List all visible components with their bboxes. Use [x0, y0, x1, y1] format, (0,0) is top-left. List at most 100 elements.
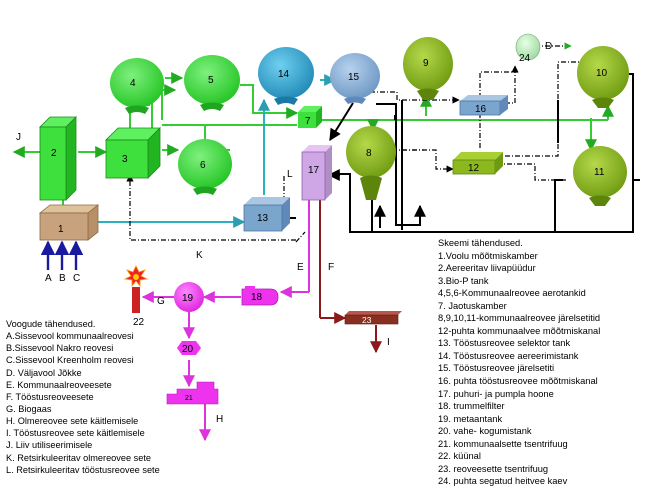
scheme-legend: Skeemi tähendused. 1.Voolu mõõtmiskamber… [438, 237, 600, 488]
scheme-legend-item: 22. küünal [438, 451, 481, 462]
unit-6-label: 6 [200, 160, 206, 171]
flow-letter-e: E [297, 262, 304, 273]
flow-letter-a: A [45, 273, 52, 284]
scheme-legend-item: 16. puhta tööstusreovee mõõtmiskanal [438, 376, 598, 387]
flow-letter-c: C [73, 273, 80, 284]
inflow-arrows [40, 240, 84, 270]
unit-1-label: 1 [58, 224, 64, 235]
unit-1-flow-meter: 1 [38, 204, 100, 241]
scheme-legend-item: 23. reoveesette tsentrifuug [438, 463, 549, 474]
unit-24-mixed-effluent-well: 24 [515, 33, 541, 64]
unit-2-grit-chamber: 2 [39, 116, 77, 201]
unit-8-label: 8 [366, 148, 372, 159]
flow-letters: A B C D E F G H I J K L [16, 41, 552, 425]
flows-legend-item: H. Olmereovee sete käitlemisele [6, 416, 139, 427]
flows-legend-item: C.Sissevool Kreenholm reovesi [6, 355, 134, 366]
flow-letter-j: J [16, 132, 21, 143]
unit-3-label: 3 [122, 154, 128, 165]
flow-letter-f: F [328, 262, 334, 273]
scheme-legend-item: 14. Tööstusreovee aereerimistank [438, 350, 579, 361]
unit-16-label: 16 [475, 104, 487, 115]
flows-legend-item: L. Retsirkuleeritav tööstusreovee sete [6, 464, 160, 475]
flow-letter-i: I [387, 337, 390, 348]
flows-legend-title: Voogude tähendused. [6, 319, 96, 329]
unit-5-aeration-tank: 5 [184, 55, 240, 111]
unit-19-label: 19 [182, 293, 194, 304]
scheme-legend-item: 19. metaantank [438, 413, 503, 424]
flow-letter-d: D [545, 41, 552, 52]
unit-15-clarifier-industrial: 15 [330, 53, 380, 104]
scheme-legend-item: 4,5,6-Kommunaalreovee aerotankid [438, 288, 586, 299]
unit-4-label: 4 [130, 78, 136, 89]
unit-16-measuring-channel-industrial: 16 [459, 95, 508, 116]
scheme-legend-item: 2.Aereeritav liivapüüdur [438, 263, 536, 274]
unit-11-clarifier: 11 [573, 146, 627, 206]
flow-letter-k: K [196, 250, 203, 261]
scheme-legend-title: Skeemi tähendused. [438, 238, 523, 248]
unit-19-digester: 19 [174, 282, 204, 312]
unit-24-label: 24 [519, 53, 531, 64]
unit-4-aeration-tank: 4 [110, 58, 164, 114]
unit-21-label: 21 [185, 395, 193, 402]
unit-8-clarifier: 8 [346, 126, 396, 200]
unit-6-aeration-tank: 6 [178, 139, 232, 195]
scheme-legend-item: 7. Jaotuskamber [438, 300, 507, 311]
unit-22-label: 22 [133, 317, 145, 328]
scheme-legend-item: 17. puhuri- ja pumpla hoone [438, 388, 554, 399]
scheme-legend-item: 3.Bio-P tank [438, 275, 489, 286]
scheme-legend-item: 1.Voolu mõõtmiskamber [438, 250, 538, 261]
flows-legend-item: A.Sissevool kommunaalreovesi [6, 331, 134, 342]
flows-legend-item: G. Biogaas [6, 403, 52, 414]
unit-23-label: 23 [362, 315, 372, 325]
unit-10-clarifier: 10 [577, 46, 629, 108]
scheme-legend-item: 12-puhta kommunaalvee mõõtmiskanal [438, 325, 601, 336]
scheme-legend-item: 15. Tööstusreovee järelsetiti [438, 363, 555, 374]
unit-7-distribution-chamber: 7 [298, 106, 322, 128]
flows-legend: Voogude tähendused. A.Sissevool kommunaa… [6, 318, 160, 476]
flows-legend-item: E. Kommunaalreoveesete [6, 379, 112, 390]
unit-14-aeration-tank-industrial: 14 [258, 47, 314, 105]
unit-18-drum-filter: 18 [241, 286, 279, 306]
unit-14-label: 14 [278, 69, 290, 80]
unit-22-flare: 22 [123, 265, 149, 328]
unit-9-clarifier: 9 [403, 37, 453, 100]
unit-17-label: 17 [308, 165, 320, 176]
flows-legend-item: J. Liiv utiliseerimisele [6, 440, 93, 451]
unit-7-label: 7 [305, 116, 311, 127]
unit-20-holding-tank: 20 [177, 341, 201, 355]
unit-2-label: 2 [51, 148, 57, 159]
scheme-legend-item: 8,9,10,11-kommunaalreovee järelsetitid [438, 313, 601, 324]
unit-13-label: 13 [257, 213, 269, 224]
scheme-legend-item: 24. puhta segatud heitvee kaev [438, 476, 568, 487]
unit-17-blower-pump-house: 17 [301, 145, 332, 201]
flow-letter-l: L [287, 169, 293, 180]
unit-12-measuring-channel: 12 [452, 152, 503, 175]
unit-3-bio-p-tank: 3 [105, 127, 161, 179]
flow-letter-g: G [157, 296, 165, 307]
unit-13-selector-tank: 13 [243, 197, 290, 232]
flows-legend-item: D. Väljavool Jõkke [6, 367, 82, 378]
unit-5-label: 5 [208, 75, 214, 86]
scheme-legend-item: 18. trummelfilter [438, 401, 505, 412]
unit-10-label: 10 [596, 68, 608, 79]
unit-18-label: 18 [251, 292, 263, 303]
unit-9-label: 9 [423, 58, 429, 69]
flows-legend-item: K. Retsirkuleeritav olmereovee sete [6, 452, 152, 463]
scheme-legend-item: 13. Tööstusreovee selektor tank [438, 338, 571, 349]
scheme-legend-item: 21. kommunaalsette tsentrifuug [438, 438, 568, 449]
flow-letter-h: H [216, 414, 223, 425]
unit-11-label: 11 [594, 167, 605, 178]
flows-legend-item: I. Tööstusreovee sete käitlemisele [6, 428, 145, 439]
flows-legend-item: F. Tööstusreoveesete [6, 391, 94, 402]
unit-21-centrifuge-communal: 21 [166, 381, 219, 405]
scheme-legend-item: 20. vahe- kogumistank [438, 426, 532, 437]
unit-23-sludge-centrifuge: 23 [344, 311, 402, 325]
flow-letter-b: B [59, 273, 66, 284]
flows-legend-item: B.Sissevool Nakro reovesi [6, 343, 114, 354]
unit-20-label: 20 [182, 344, 194, 355]
unit-15-label: 15 [348, 72, 360, 83]
unit-12-label: 12 [468, 163, 480, 174]
sludge-lines [141, 200, 382, 442]
